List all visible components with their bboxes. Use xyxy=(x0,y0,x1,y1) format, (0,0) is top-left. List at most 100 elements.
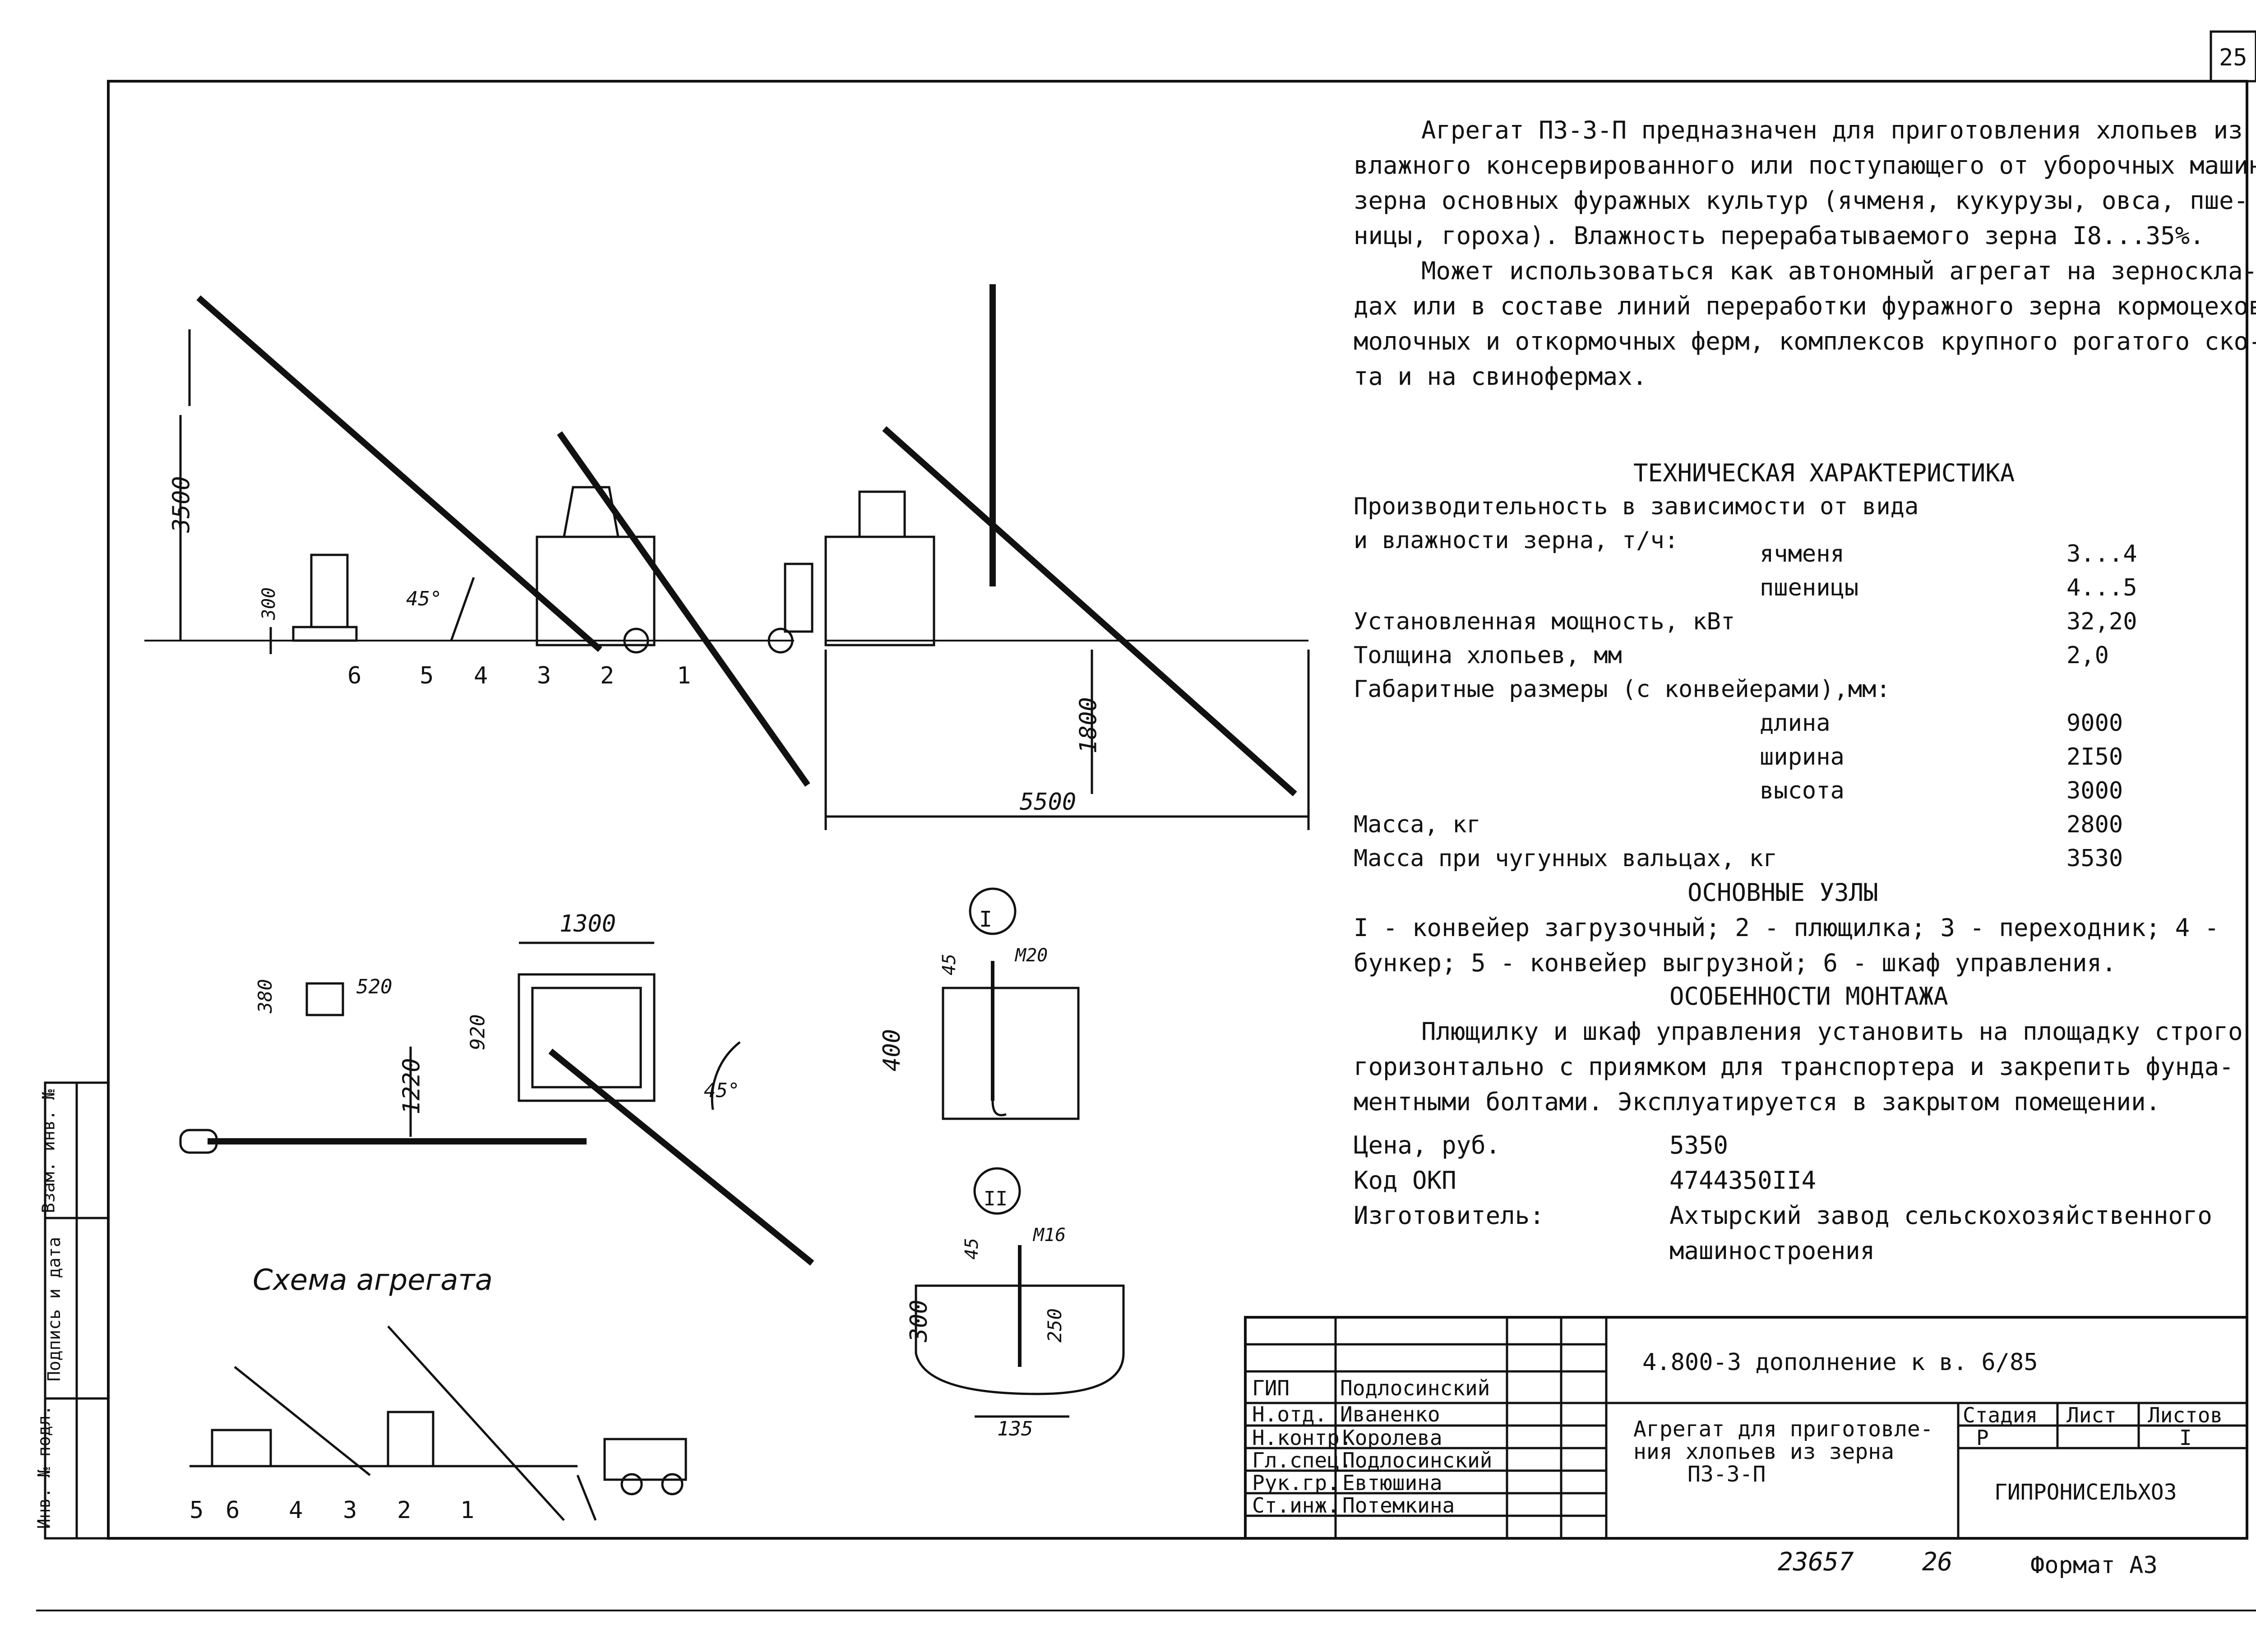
okp-value: 4744350II4 xyxy=(1669,1166,1817,1195)
maker-value: Ахтырский завод сельскохозяйственного xyxy=(1669,1201,2212,1230)
page-number-box xyxy=(2210,30,2256,83)
spec-label: высота xyxy=(1760,777,1845,804)
spec-label: Масса, кг xyxy=(1354,811,1481,838)
spec-label: пшеницы xyxy=(1760,574,1859,601)
stage-label: Стадия xyxy=(1963,1403,2038,1427)
plan-view xyxy=(179,941,814,1266)
angle-45: 45° xyxy=(406,587,442,610)
description-line: та и на свинофермах. xyxy=(1354,362,1647,391)
description-line: Может использоваться как автономный агре… xyxy=(1421,257,2256,285)
spec-value: 9000 xyxy=(2066,710,2123,737)
product-name: ния хлопьев из зерна xyxy=(1633,1439,1894,1464)
spec-value: 3000 xyxy=(2066,777,2123,804)
elevation-left xyxy=(179,295,810,787)
spec-value: 32,20 xyxy=(2066,608,2137,635)
dim-m20: М20 xyxy=(1015,945,1048,966)
spec-value: 4...5 xyxy=(2066,574,2137,601)
stage-value: Р xyxy=(1976,1426,1989,1450)
spec-label: Масса при чугунных вальцах, кг xyxy=(1354,845,1778,872)
spec-label: ячменя xyxy=(1760,540,1845,568)
description-line: зерна основных фуражных культур (ячменя,… xyxy=(1354,186,2249,215)
spec-label: Установленная мощность, кВт xyxy=(1354,608,1735,635)
mounting-line: Плющилку и шкаф управления установить на… xyxy=(1421,1017,2243,1046)
spec-value: 2,0 xyxy=(2066,642,2109,669)
dim-m16: М16 xyxy=(1033,1225,1066,1246)
description-line: дах или в составе линий переработки фура… xyxy=(1354,292,2256,320)
signatory: Иваненко xyxy=(1340,1402,1440,1426)
role: Гл.спец. xyxy=(1252,1448,1352,1472)
dim-380: 380 xyxy=(254,979,276,1013)
dim-250: 250 xyxy=(1043,1308,1066,1343)
dim-5500: 5500 xyxy=(1020,789,1077,816)
stamp-number: 26 xyxy=(1922,1547,1953,1577)
dim-1300: 1300 xyxy=(559,910,616,937)
mounting-line: ментными болтами. Эксплуатируется в закр… xyxy=(1354,1088,2161,1116)
dim-45-detail-2: 45 xyxy=(962,1237,983,1260)
description-line: молочных и откормочных ферм, комплексов … xyxy=(1354,327,2256,355)
role: Ст.инж. xyxy=(1252,1493,1340,1518)
position-6: 6 xyxy=(347,662,362,689)
title-block-frame xyxy=(1244,1316,2248,1540)
spec-value: 3530 xyxy=(2066,845,2123,872)
okp-label: Код ОКП xyxy=(1354,1166,1456,1195)
dim-520: 520 xyxy=(356,975,393,998)
view-II-label: II xyxy=(984,1187,1008,1210)
dim-135: 135 xyxy=(997,1417,1033,1440)
sheet-frame xyxy=(107,80,2248,1540)
designation: 4.800-3 дополнение к в. 6/85 xyxy=(1642,1349,2038,1376)
mounting-line: горизонтально с приямком для транспортер… xyxy=(1354,1052,2234,1081)
scheme-position-2: 2 xyxy=(397,1497,411,1524)
sheets-value: I xyxy=(2179,1426,2192,1450)
role: Н.отд. xyxy=(1252,1402,1327,1426)
stamp-number: 23657 xyxy=(1778,1547,1854,1577)
signatory: Потемкина xyxy=(1342,1493,1455,1518)
description-line: влажного консервированного или поступающ… xyxy=(1354,151,2256,180)
description-line: Агрегат ПЗ-3-П предназначен для приготов… xyxy=(1421,116,2243,144)
dim-400: 400 xyxy=(878,1029,906,1071)
spec-label: Производительность в зависимости от вида xyxy=(1354,493,1919,520)
side-stamp-cell: Инв. № подл. xyxy=(34,1405,54,1529)
scheme-sketch xyxy=(190,1325,687,1521)
dim-300-detail: 300 xyxy=(905,1300,933,1342)
scheme-position-6: 6 xyxy=(226,1497,240,1524)
spec-label: и влажности зерна, т/ч: xyxy=(1354,527,1679,554)
spec-label: длина xyxy=(1760,710,1831,737)
position-4: 4 xyxy=(474,662,488,689)
view-I-label: I xyxy=(979,907,992,932)
product-name: ПЗ-3-П xyxy=(1687,1462,1766,1487)
units-line: бункер; 5 - конвейер выгрузной; 6 - шкаф… xyxy=(1354,949,2117,977)
signatory: Королева xyxy=(1342,1426,1442,1450)
side-stamp-cell: Подпись и дата xyxy=(44,1237,65,1382)
position-3: 3 xyxy=(537,662,551,689)
elevation-right xyxy=(767,284,1310,830)
units-line: I - конвейер загрузочный; 2 - плющилка; … xyxy=(1354,914,2219,942)
dim-45-detail-1: 45 xyxy=(939,953,960,976)
description-line: ницы, гороха). Влажность перерабатываемо… xyxy=(1354,221,2205,250)
role: Рук.гр. xyxy=(1252,1471,1340,1495)
role: ГИП xyxy=(1252,1376,1290,1400)
position-1: 1 xyxy=(677,662,691,689)
scheme-title: Схема агрегата xyxy=(253,1264,493,1297)
organization: ГИПРОНИСЕЛЬХОЗ xyxy=(1994,1480,2177,1505)
scheme-position-3: 3 xyxy=(343,1497,357,1524)
dim-3500: 3500 xyxy=(168,476,195,533)
dim-1800: 1800 xyxy=(1075,697,1102,754)
scheme-position-4: 4 xyxy=(289,1497,303,1524)
units-title: ОСНОВНЫЕ УЗЛЫ xyxy=(1687,878,1878,907)
scheme-position-1: 1 xyxy=(460,1497,475,1524)
spec-label: Толщина хлопьев, мм xyxy=(1354,642,1622,669)
signatory: Евтюшина xyxy=(1342,1471,1442,1495)
spec-value: 2I50 xyxy=(2066,743,2123,771)
position-2: 2 xyxy=(600,662,615,689)
detail-II xyxy=(915,1167,1125,1418)
product-name: Агрегат для приготовле- xyxy=(1633,1417,1933,1442)
role: Н.контр. xyxy=(1252,1426,1352,1450)
spec-label: Габаритные размеры (с конвейерами),мм: xyxy=(1354,676,1891,703)
maker-value: машиностроения xyxy=(1669,1237,1875,1265)
signatory: Подлосинский xyxy=(1342,1448,1493,1472)
format-label: Формат А3 xyxy=(2030,1552,2158,1579)
angle-45-plan: 45° xyxy=(704,1079,740,1102)
price-value: 5350 xyxy=(1669,1131,1729,1159)
spec-value: 2800 xyxy=(2066,811,2123,838)
